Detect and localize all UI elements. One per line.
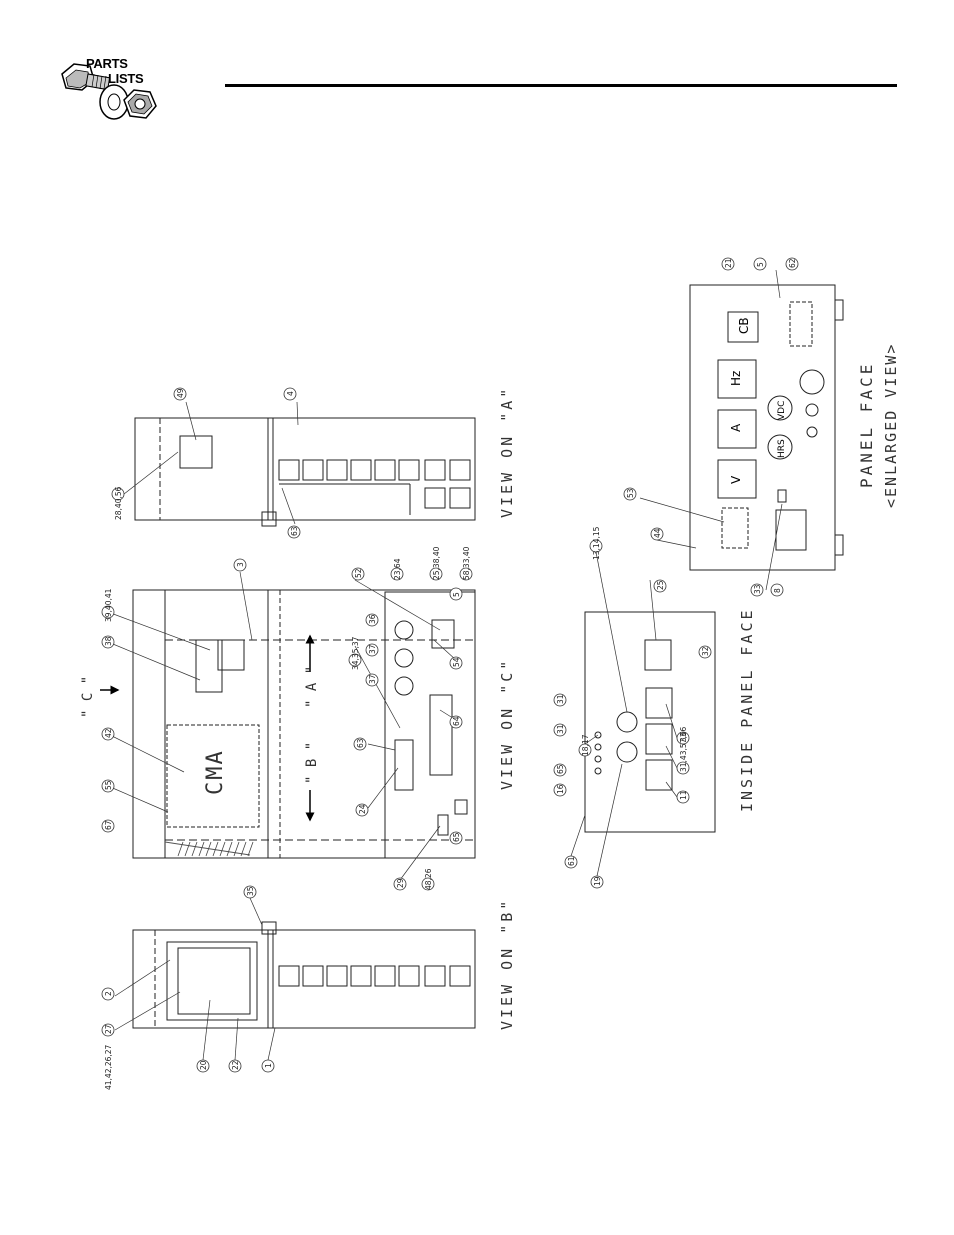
callout-view-c-5: 5 — [452, 592, 461, 597]
callout-main-3: 39,40,41 — [104, 588, 113, 622]
label-hrs: HRS — [777, 439, 787, 458]
callout-view-c-17: 48,26 — [424, 868, 433, 890]
bolt-nut-washer-icon — [61, 63, 157, 120]
header-rule — [225, 84, 897, 87]
callout-inside-4: 16 — [556, 784, 565, 794]
inside-panel-group — [584, 611, 716, 833]
callout-panel-2: 5 — [756, 262, 765, 267]
callout-view-c-9: 37 — [368, 674, 377, 684]
view-b-label: VIEW ON "B" — [498, 898, 516, 1030]
arrow-a-label: " A " — [304, 666, 320, 708]
callout-inside-7: 19 — [593, 876, 602, 886]
callout-main-4: 42 — [104, 728, 113, 738]
callout-view-c-10: 34,35,37 — [351, 636, 360, 670]
callout-inside-11: 11 — [679, 790, 688, 800]
callout-view-c-3: 25,38,40 — [432, 546, 441, 580]
callout-view-c-18: 65 — [452, 832, 461, 842]
view-a-label: VIEW ON "A" — [498, 386, 516, 518]
callout-balloons — [101, 257, 799, 1073]
callout-main-1: 3 — [236, 562, 245, 567]
callout-inside-2: 25 — [656, 580, 665, 590]
callout-view-c-6: 54 — [452, 657, 461, 667]
callout-view-c-16: 29 — [396, 878, 405, 888]
logo-text-parts: PARTS — [86, 56, 128, 71]
label-cb: CB — [737, 317, 751, 334]
panel-face-label: PANEL FACE — [857, 362, 876, 488]
callout-panel-7: 8 — [773, 588, 782, 593]
view-b-group — [132, 921, 476, 1029]
main-housing-ridges — [177, 841, 254, 857]
callout-view-c-12: 64 — [452, 716, 461, 726]
callout-inside-10: 31,43,57,66 — [679, 726, 688, 772]
callout-inside-3: 65 — [556, 764, 565, 774]
callout-inside-5: 18,17 — [581, 734, 590, 756]
main-housing-group — [132, 589, 476, 859]
callout-view-b-1: 2 — [104, 991, 113, 996]
callout-panel-6: 33 — [753, 584, 762, 594]
arrow-c-label: " C " — [80, 676, 96, 718]
callout-view-c-7: 36 — [368, 614, 377, 624]
callout-view-b-5: 1 — [264, 1063, 273, 1068]
logo-text-lists: LISTS — [108, 71, 144, 86]
view-c-group — [384, 591, 476, 859]
callout-inside-9: 33 — [679, 732, 688, 742]
label-v: V — [729, 475, 743, 484]
callout-view-b-2: 27 — [104, 1024, 113, 1034]
callout-view-c-2: 23,64 — [393, 558, 402, 580]
callout-inside-1: 13,14,15 — [592, 526, 601, 560]
panel-face-group — [689, 284, 844, 571]
callout-view-b-4: 22 — [231, 1060, 240, 1070]
callout-view-c-13: 31 — [556, 694, 565, 704]
callout-panel-4: 53 — [626, 488, 635, 498]
callout-leaders — [107, 269, 783, 1061]
callout-view-c-1: 52 — [354, 568, 363, 578]
callout-panel-1: 21 — [724, 258, 733, 268]
callout-numbers: 49 4 28,40,56 63 2 27 20 22 1 41,42,26,2… — [104, 258, 797, 1090]
view-c-label: VIEW ON "C" — [498, 658, 516, 790]
callout-inside-6: 61 — [567, 856, 576, 866]
callout-view-b-3: 20 — [199, 1060, 208, 1070]
callout-view-c-4: 58,33,40 — [462, 546, 471, 580]
callout-main-2: 38 — [104, 636, 113, 646]
callout-panel-3: 62 — [788, 258, 797, 268]
label-a: A — [729, 423, 743, 432]
view-a-group — [134, 417, 476, 527]
cma-label: CMA — [203, 749, 228, 795]
callout-view-b-7: 35 — [246, 886, 255, 896]
arrow-b-label: " B " — [304, 742, 320, 784]
callout-panel-5: 44 — [653, 528, 662, 538]
callout-view-b-6: 41,42,26,27 — [104, 1044, 113, 1090]
label-hz: Hz — [729, 371, 743, 386]
callout-view-c-15: 24 — [358, 804, 367, 814]
callout-view-a-1: 49 — [176, 388, 185, 398]
inside-panel-label: INSIDE PANEL FACE — [738, 607, 756, 812]
callout-view-c-8: 37 — [368, 644, 377, 654]
callout-view-a-2: 4 — [286, 391, 295, 396]
panel-face-sublabel: <ENLARGED VIEW> — [882, 343, 900, 508]
callout-view-a-3: 28,40,56 — [114, 486, 123, 520]
page-header: PARTS LISTS — [0, 0, 954, 140]
callout-inside-8: 32 — [701, 646, 710, 656]
parts-lists-logo: PARTS LISTS — [58, 52, 168, 132]
callout-main-5: 55 — [104, 780, 113, 790]
callout-view-c-11: 63 — [356, 738, 365, 748]
callout-view-a-4: 63 — [290, 526, 299, 536]
label-vdc: VDC — [777, 401, 787, 420]
callout-main-6: 67 — [104, 820, 113, 830]
callout-view-c-14: 31 — [556, 724, 565, 734]
